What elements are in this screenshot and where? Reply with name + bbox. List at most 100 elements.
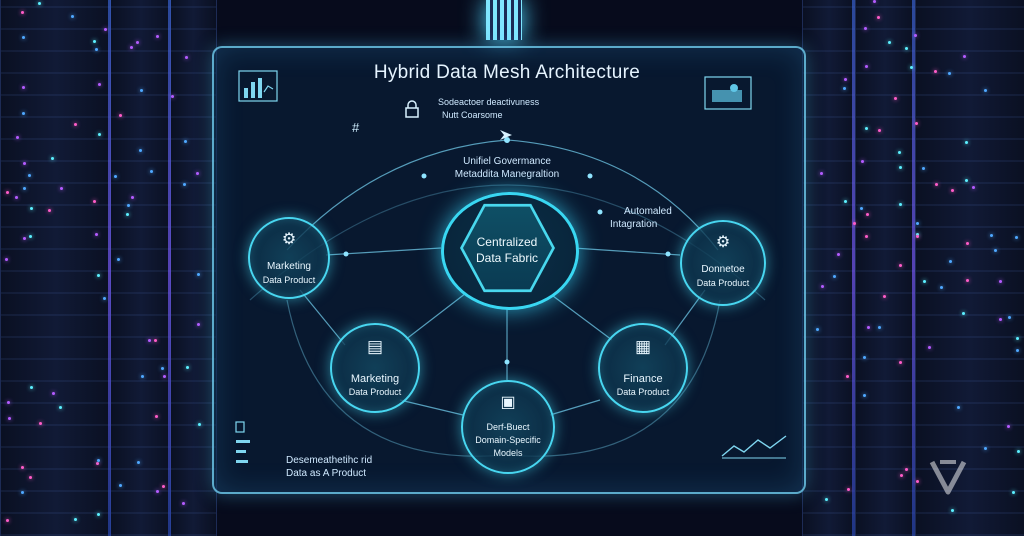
rack-led	[844, 77, 848, 81]
rack-led	[96, 512, 100, 516]
rack-led	[74, 518, 78, 521]
rack-led	[887, 40, 891, 44]
rack-led	[965, 241, 969, 245]
rack-led	[74, 122, 77, 126]
rack-led	[59, 406, 63, 410]
rack-led	[29, 206, 33, 210]
node-icon: ⚙	[682, 232, 764, 252]
link-left-upper-lower	[299, 289, 346, 346]
rack-led	[196, 172, 200, 176]
rack-led	[949, 260, 953, 264]
node-icon: ▦	[600, 337, 686, 357]
rack-led	[1016, 449, 1020, 453]
rack-led	[139, 148, 143, 152]
rack-led	[825, 497, 829, 501]
rack-led	[815, 328, 819, 332]
arrow-icon	[500, 130, 512, 140]
rack-led	[60, 186, 64, 190]
connector-dot	[597, 209, 603, 215]
chart-icon: ▣	[500, 394, 516, 411]
rack-led	[819, 171, 823, 175]
rack-led	[994, 249, 998, 253]
rack-led	[182, 502, 186, 506]
governance-line2: Metaddita Manegraltion	[454, 169, 560, 180]
node-subtitle: Data Product	[348, 387, 402, 397]
logo-icon	[929, 460, 967, 495]
rack-led	[898, 165, 902, 169]
rack-led	[127, 203, 131, 207]
rack-led	[97, 82, 101, 86]
rack-led	[957, 405, 961, 409]
rack-led	[1016, 349, 1020, 353]
node-marketing-lower: ▤ Marketing Data Product	[330, 323, 420, 413]
rack-led	[155, 414, 159, 418]
rack-light-strip	[168, 0, 171, 536]
server-rack-left-3	[170, 0, 217, 536]
rack-led	[853, 222, 857, 226]
rack-led	[103, 27, 107, 31]
rack-led	[148, 338, 152, 342]
node-line2: Domain-Specific	[475, 435, 541, 445]
link-hub-left-upper	[325, 247, 442, 256]
rack-led	[837, 253, 841, 257]
rack-led	[923, 279, 927, 283]
rack-led	[22, 161, 26, 165]
rack-led	[117, 258, 121, 262]
rack-led	[899, 203, 903, 207]
rack-led	[137, 460, 141, 464]
rack-led	[971, 186, 975, 190]
link-right-lower-bottom	[549, 399, 601, 416]
rack-led	[29, 476, 33, 480]
rack-led	[136, 40, 140, 44]
rack-led	[847, 487, 851, 491]
rack-led	[961, 311, 965, 315]
center-line2: Data Fabric	[475, 251, 539, 265]
rack-led	[864, 27, 868, 31]
rack-led	[899, 263, 903, 267]
node-subtitle: Data Product	[616, 387, 670, 397]
server-rack-right-3	[802, 0, 856, 536]
governance-label: Unifiel Govermance Metaddita Manegraltio…	[430, 155, 584, 181]
link-hub-left-lower	[404, 289, 471, 341]
rack-led	[140, 89, 144, 93]
connector-dot	[504, 359, 510, 365]
rack-led	[197, 322, 201, 326]
bottom-left-line1: Desemeathetihc rid	[286, 455, 373, 466]
rack-led	[883, 294, 887, 298]
rack-led	[5, 258, 9, 262]
node-line1: Derf-Buect	[486, 422, 530, 432]
rack-led	[184, 140, 188, 144]
rack-led	[198, 423, 202, 427]
rack-led	[141, 374, 145, 378]
rack-led	[905, 467, 909, 471]
rack-led	[862, 356, 866, 360]
node-title: Donnetoe	[701, 264, 745, 275]
rack-led	[864, 64, 868, 68]
rack-led	[16, 136, 20, 140]
connector-dot	[665, 251, 671, 257]
arc-top-right	[506, 139, 719, 251]
rack-led	[95, 232, 99, 236]
rack-led	[20, 490, 24, 494]
rack-led	[846, 374, 850, 378]
chart-icon	[238, 70, 278, 102]
rack-led	[8, 416, 12, 420]
rack-led	[865, 213, 869, 217]
rack-led	[171, 94, 175, 98]
rack-led	[27, 173, 31, 177]
rack-led	[876, 15, 880, 19]
server-rack-right-2	[854, 0, 916, 536]
rack-led	[6, 400, 10, 404]
rack-led	[933, 69, 937, 73]
rack-led	[916, 480, 920, 484]
rack-led	[915, 234, 919, 238]
rack-led	[23, 237, 27, 241]
rack-led	[951, 509, 955, 513]
rack-led	[131, 196, 135, 200]
rack-led	[1011, 491, 1015, 495]
top-label: Sodeactoer deactivuness Nutt Coarsome	[438, 96, 539, 122]
rack-led	[21, 11, 25, 15]
rack-led	[915, 222, 919, 226]
node-finance: ▦ Finance Data Product	[598, 323, 688, 413]
